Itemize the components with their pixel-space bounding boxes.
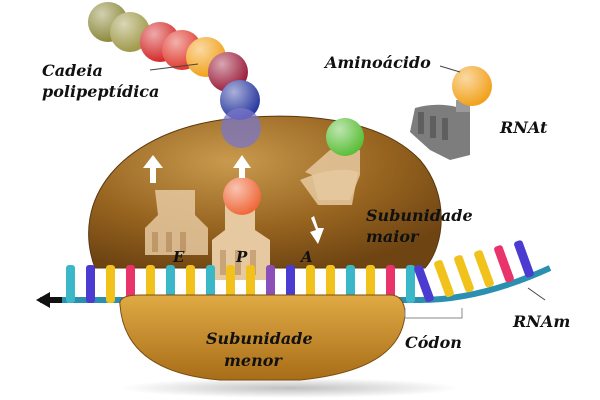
ribosome-shadow xyxy=(120,378,460,398)
amino-acid-label: Aminoácido xyxy=(323,53,431,72)
mrna-base xyxy=(86,265,95,303)
mrna-base xyxy=(246,265,255,303)
mrna-base xyxy=(226,265,235,303)
codon-label: Códon xyxy=(405,333,462,352)
mrna-base xyxy=(206,265,215,303)
mrna-base xyxy=(66,265,75,303)
mrna-base xyxy=(306,265,315,303)
mrna-base xyxy=(414,264,434,303)
mrna-base xyxy=(494,245,514,283)
amino-pointer-line xyxy=(439,65,461,73)
mrna-base xyxy=(266,265,275,303)
mrna-pointer-line xyxy=(527,287,546,301)
a-site-entry-arrow xyxy=(310,216,324,244)
mrna-base xyxy=(366,265,375,303)
chain-label-line2: polipeptídica xyxy=(42,82,159,101)
mrna-base xyxy=(106,265,115,303)
mrna-base xyxy=(514,240,534,278)
large-subunit-label-line2: maior xyxy=(366,227,420,246)
mrna-base xyxy=(166,265,175,303)
mrna-base xyxy=(434,260,454,298)
codon-bracket xyxy=(404,308,463,319)
mrna-base xyxy=(146,265,155,303)
mrna-base xyxy=(186,265,195,303)
chain-pointer-line xyxy=(149,63,199,71)
mrna-direction-arrow xyxy=(36,292,62,308)
a-site-label: A xyxy=(299,248,313,266)
trna-label: RNAt xyxy=(499,118,548,137)
mrna-base xyxy=(406,265,415,303)
e-site-exit-arrow xyxy=(143,155,163,183)
mrna-base xyxy=(346,265,355,303)
mrna-base xyxy=(326,265,335,303)
mrna-base xyxy=(386,265,395,303)
chain-label-line1: Cadeia xyxy=(42,61,103,80)
free-trna xyxy=(410,100,470,160)
mrna-base xyxy=(454,255,474,293)
trna-e-site xyxy=(145,190,208,255)
mrna-base xyxy=(474,250,494,288)
mrna-base xyxy=(126,265,135,303)
mrna-bases xyxy=(66,240,534,303)
small-subunit-label-line2: menor xyxy=(224,351,283,370)
trna-pointer-line xyxy=(470,128,500,130)
polypeptide-chain xyxy=(88,2,261,148)
a-site-trna-body xyxy=(300,169,358,205)
small-subunit-label-line1: Subunidade xyxy=(206,329,313,348)
p-site-label: P xyxy=(235,248,248,266)
large-subunit-label-line1: Subunidade xyxy=(366,206,473,225)
mrna-base xyxy=(286,265,295,303)
e-site-label: E xyxy=(172,248,185,266)
p-site-arrow xyxy=(233,155,251,178)
trna-p-site xyxy=(212,200,270,280)
small-subunit xyxy=(119,294,406,381)
mrna-label: RNAm xyxy=(512,312,570,331)
